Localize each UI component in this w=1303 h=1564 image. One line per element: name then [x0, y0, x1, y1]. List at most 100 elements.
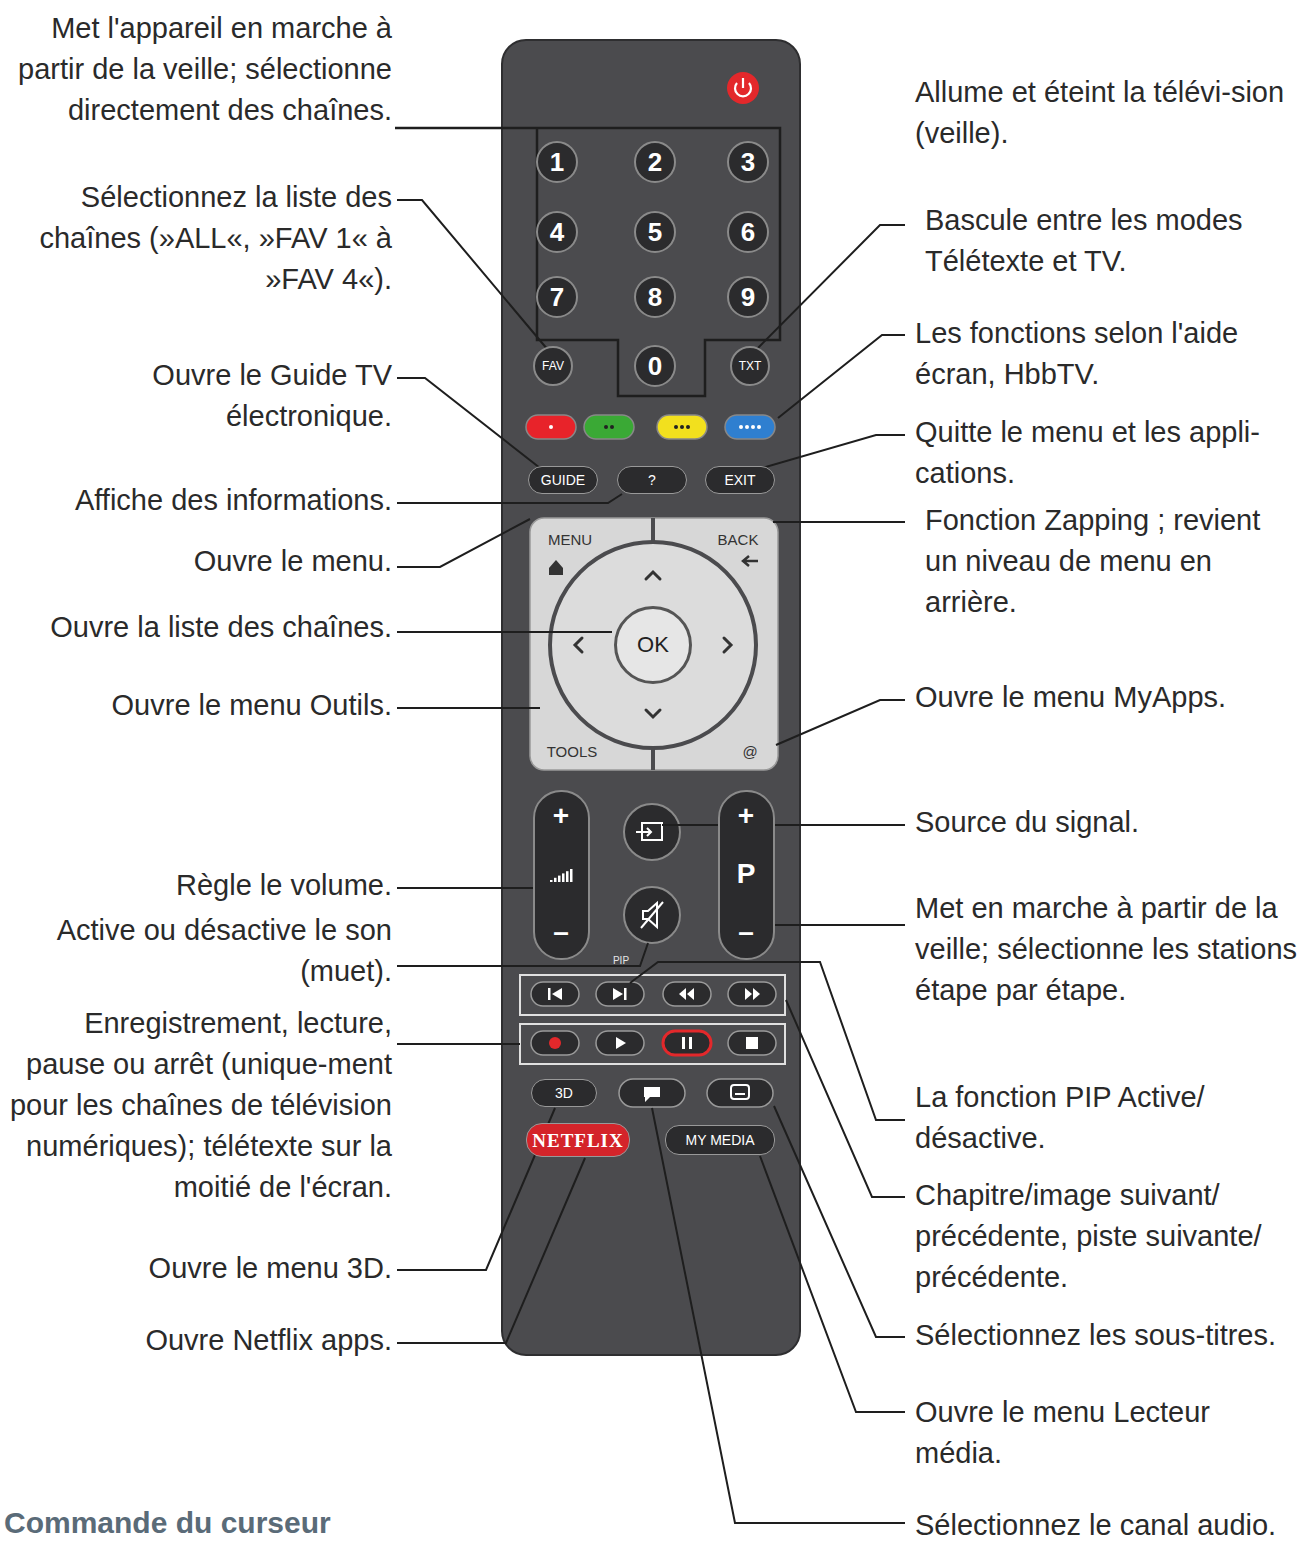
leader-line — [760, 1156, 905, 1412]
button-label: MENU — [548, 532, 592, 547]
remote-button: 9 — [727, 276, 769, 318]
leader-line — [397, 707, 540, 709]
playback-button — [596, 1031, 644, 1055]
leader-line — [773, 521, 905, 523]
callout-text: Enregistrement, lecture, pause ou arrêt … — [8, 1003, 392, 1208]
button-label: 3 — [741, 149, 755, 175]
leader-line — [397, 200, 548, 350]
remote-button: 5 — [634, 211, 676, 253]
remote-button: MY MEDIA — [665, 1125, 775, 1155]
remote-button: EXIT — [705, 466, 775, 494]
remote-button: 1 — [536, 141, 578, 183]
button-caption: PIP — [606, 955, 636, 967]
button-label: @ — [742, 744, 757, 759]
button-label: 9 — [741, 284, 755, 310]
button-label: – — [738, 918, 754, 946]
callout-text: Ouvre le menu 3D. — [8, 1248, 392, 1289]
leader-line — [397, 1043, 520, 1045]
keypad-bracket — [395, 128, 780, 396]
remote-button: ? — [617, 466, 687, 494]
button-label: 0 — [648, 353, 662, 379]
leader-line — [774, 1106, 905, 1337]
nav-key: BACK — [708, 529, 768, 549]
button-label: 7 — [550, 284, 564, 310]
leader-line — [397, 887, 540, 889]
callout-text: Affiche des informations. — [8, 480, 392, 521]
leader-lines — [397, 200, 905, 1523]
button-label: 3D — [555, 1086, 573, 1100]
remote-button: TXT — [730, 346, 770, 386]
leader-line — [756, 225, 905, 350]
button-label: 5 — [648, 219, 662, 245]
remote-button: 6 — [727, 211, 769, 253]
callout-text: La fonction PIP Active/ désactive. — [915, 1077, 1298, 1159]
leader-line — [778, 335, 905, 418]
remote-button: GUIDE — [528, 466, 598, 494]
nav-key: TOOLS — [540, 741, 604, 761]
callout-text: Sélectionnez les sous-titres. — [915, 1315, 1298, 1356]
button-label: TOOLS — [547, 744, 598, 759]
callout-text: Quitte le menu et les appli-cations. — [915, 412, 1298, 494]
button-label: P — [737, 860, 756, 888]
playback-button — [531, 982, 579, 1006]
playback-button — [728, 982, 776, 1006]
leader-line — [397, 494, 622, 503]
subtitle-button — [707, 1079, 773, 1107]
nav-key: @ — [735, 741, 765, 761]
callout-text: Les fonctions selon l'aide écran, HbbTV. — [915, 313, 1298, 395]
callout-text: Allume et éteint la télévi-sion (veille)… — [915, 72, 1298, 154]
remote-button: FAV — [533, 346, 573, 386]
playback-button — [663, 1031, 711, 1055]
button-label: 6 — [741, 219, 755, 245]
callout-text: Règle le volume. — [8, 865, 392, 906]
volume-bars — [548, 866, 574, 882]
button-label: 1 — [550, 149, 564, 175]
button-label: BACK — [718, 532, 759, 547]
callout-text: Sélectionnez la liste des chaînes (»ALL«… — [8, 177, 392, 300]
callout-text: Ouvre le menu. — [8, 541, 392, 582]
playback-button — [728, 1031, 776, 1055]
power-button — [727, 72, 759, 104]
leader-line — [397, 943, 648, 966]
leader-line — [772, 924, 905, 926]
mute-button — [624, 887, 680, 943]
button-label: FAV — [542, 360, 564, 372]
button-label: EXIT — [724, 473, 755, 487]
remote-button: 2 — [634, 141, 676, 183]
ok-button: OK — [614, 606, 692, 684]
button-label: 2 — [648, 149, 662, 175]
rocker-button: +– — [533, 790, 590, 960]
leader-line — [762, 435, 905, 468]
playback-icons — [548, 988, 760, 1049]
playback-button — [531, 1031, 579, 1055]
record-row-frame — [520, 1024, 785, 1064]
netflix-button: NETFLIX — [526, 1123, 630, 1157]
button-label: ? — [648, 473, 656, 487]
callout-text: Met en marche à partir de la veille; sél… — [915, 888, 1298, 1011]
callout-text: Active ou désactive le son (muet). — [8, 910, 392, 992]
button-label: TXT — [739, 360, 762, 372]
callout-text: Sélectionnez le canal audio. — [915, 1505, 1298, 1546]
callout-text: Ouvre le menu Lecteur média. — [915, 1392, 1298, 1474]
button-label: 8 — [648, 284, 662, 310]
leader-line — [662, 824, 905, 826]
callout-text: Bascule entre les modes Télétexte et TV. — [925, 200, 1298, 282]
button-label: NETFLIX — [532, 1131, 623, 1150]
leader-line — [776, 700, 905, 745]
callout-text: Met l'appareil en marche à partir de la … — [8, 8, 392, 131]
callout-text: Ouvre le Guide TV électronique. — [8, 355, 392, 437]
color-buttons — [526, 415, 775, 439]
callout-text: Ouvre le menu MyApps. — [915, 677, 1298, 718]
leader-line — [630, 962, 905, 1120]
playback-button — [596, 982, 644, 1006]
rocker-button: +P– — [718, 790, 775, 960]
remote-body — [502, 40, 800, 1355]
leader-line — [652, 1108, 905, 1523]
nav-key: MENU — [540, 529, 600, 549]
remote-button: 4 — [536, 211, 578, 253]
callout-text: Source du signal. — [915, 802, 1298, 843]
audio-button — [619, 1079, 685, 1107]
leader-line — [397, 1158, 585, 1343]
playback-button — [663, 982, 711, 1006]
remote-button: 0 — [634, 345, 676, 387]
